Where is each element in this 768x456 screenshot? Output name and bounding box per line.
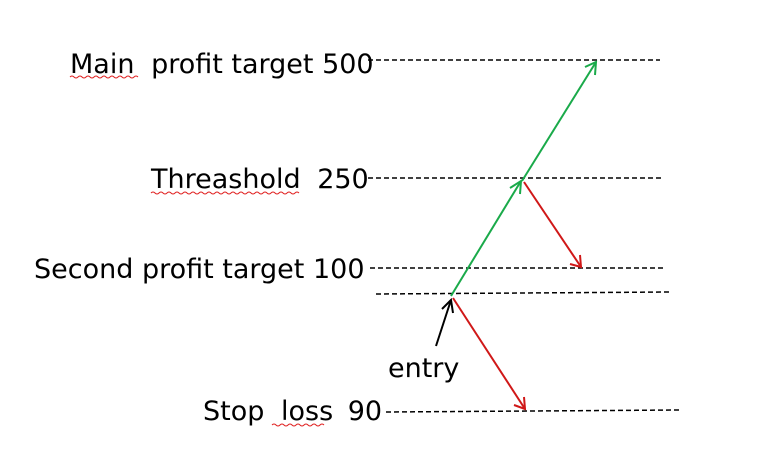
threshold-value: 250 xyxy=(317,164,369,195)
spellcheck-underline-stop-loss xyxy=(271,423,325,427)
threshold-word: Threashold xyxy=(150,164,301,195)
stop-loss-label: Stop loss 90 xyxy=(203,396,382,427)
entry-label: entry xyxy=(388,353,459,384)
stop-loss-text-1: Stop xyxy=(203,396,264,427)
second-target-label: Second profit target 100 xyxy=(34,254,365,285)
entry-level-line xyxy=(375,291,671,295)
down-arrow-entry-to-stop-loss xyxy=(452,297,527,411)
main-target-label: Main profit target 500 xyxy=(70,49,374,80)
main-target-rest: profit target 500 xyxy=(151,49,374,80)
entry-pointer-arrow xyxy=(435,297,454,347)
spellcheck-underline-main xyxy=(69,75,139,79)
up-arrow-threshold-to-main-target xyxy=(521,60,598,182)
down-arrow-threshold-to-second-target xyxy=(523,181,583,269)
main-target-word: Main xyxy=(70,49,134,80)
stop-loss-value: 90 xyxy=(348,396,382,427)
up-arrow-entry-to-threshold xyxy=(450,179,523,297)
stop-loss-level-line xyxy=(385,409,681,413)
stop-loss-word: loss xyxy=(281,396,333,427)
threshold-label: Threashold 250 xyxy=(150,164,369,195)
spellcheck-underline-threshold xyxy=(150,191,300,195)
